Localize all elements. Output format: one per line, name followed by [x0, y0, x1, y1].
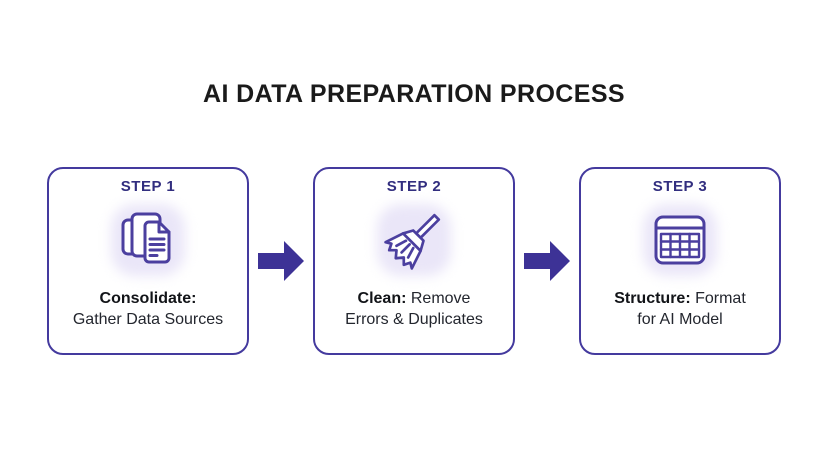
arrow-right-icon [258, 241, 304, 281]
step-2-label: STEP 2 [386, 178, 442, 195]
step-2-line2: Errors & Duplicates [345, 311, 483, 328]
step-3-line1-rest: Format [690, 290, 746, 307]
step-1-icon-wrap [106, 199, 190, 281]
step-1-keyword: Consolidate: [99, 290, 197, 307]
step-2-icon-wrap [372, 199, 456, 281]
table-icon [654, 215, 706, 265]
process-steps-row: STEP 1 Consolidate: Gather Data Sources [0, 167, 828, 355]
step-2-description: Clean: Remove Errors & Duplicates [345, 288, 483, 330]
step-3-icon-wrap [638, 199, 722, 281]
arrow-right-icon [524, 241, 570, 281]
step-3-label: STEP 3 [652, 178, 708, 195]
step-3-card: STEP 3 Structure: Format [579, 167, 781, 355]
step-1-description: Consolidate: Gather Data Sources [73, 288, 223, 330]
documents-icon [121, 212, 171, 264]
flow-arrow-2 [524, 241, 570, 281]
step-3-line2: for AI Model [637, 311, 723, 328]
flow-arrow-1 [258, 241, 304, 281]
step-2-line1-rest: Remove [406, 290, 471, 307]
step-2-card: STEP 2 Clean: Remove Errors & Duplicates [313, 167, 515, 355]
step-3-keyword: Structure: [614, 290, 691, 307]
step-2-keyword: Clean: [357, 290, 407, 307]
broom-icon [384, 213, 441, 270]
page-title: AI DATA PREPARATION PROCESS [203, 80, 625, 108]
step-1-card: STEP 1 Consolidate: Gather Data Sources [47, 167, 249, 355]
step-1-line2: Gather Data Sources [72, 311, 224, 328]
step-3-description: Structure: Format for AI Model [614, 288, 746, 330]
step-1-label: STEP 1 [120, 178, 176, 195]
